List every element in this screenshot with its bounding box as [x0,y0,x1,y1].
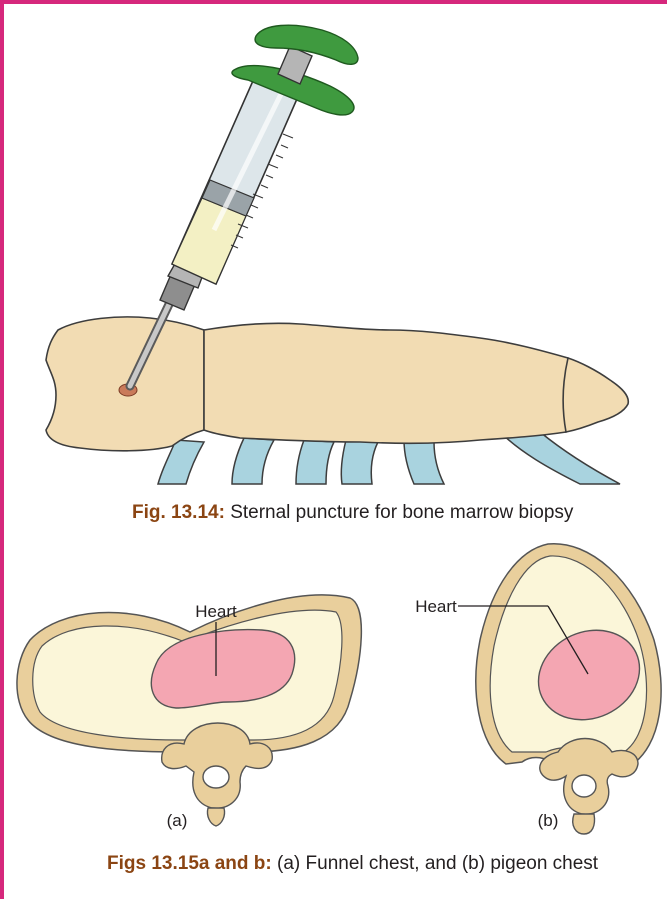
figure-13-14-label: Fig. 13.14: [132,502,225,523]
figure-13-14-text: Sternal puncture for bone marrow biopsy [230,502,573,523]
sternum-body [204,323,570,443]
xiphoid-process [563,358,628,432]
funnel-chest-diagram: Heart (a) [17,595,361,830]
figure-13-15-caption: Figs 13.15a and b: (a) Funnel chest, and… [107,853,598,875]
funnel-heart-label: Heart [195,602,237,621]
panel-a-letter: (a) [167,811,188,830]
figure-13-15-label: Figs 13.15a and b: [107,853,272,874]
sternal-puncture-illustration [46,25,628,484]
pigeon-heart-label: Heart [415,597,457,616]
syringe-barrel [172,74,300,284]
figure-13-14-caption: Fig. 13.14: Sternal puncture for bone ma… [132,502,573,524]
figure-13-15-text: (a) Funnel chest, and (b) pigeon chest [277,853,598,874]
panel-b-letter: (b) [538,811,559,830]
pigeon-chest-diagram: Heart (b) [415,544,661,834]
